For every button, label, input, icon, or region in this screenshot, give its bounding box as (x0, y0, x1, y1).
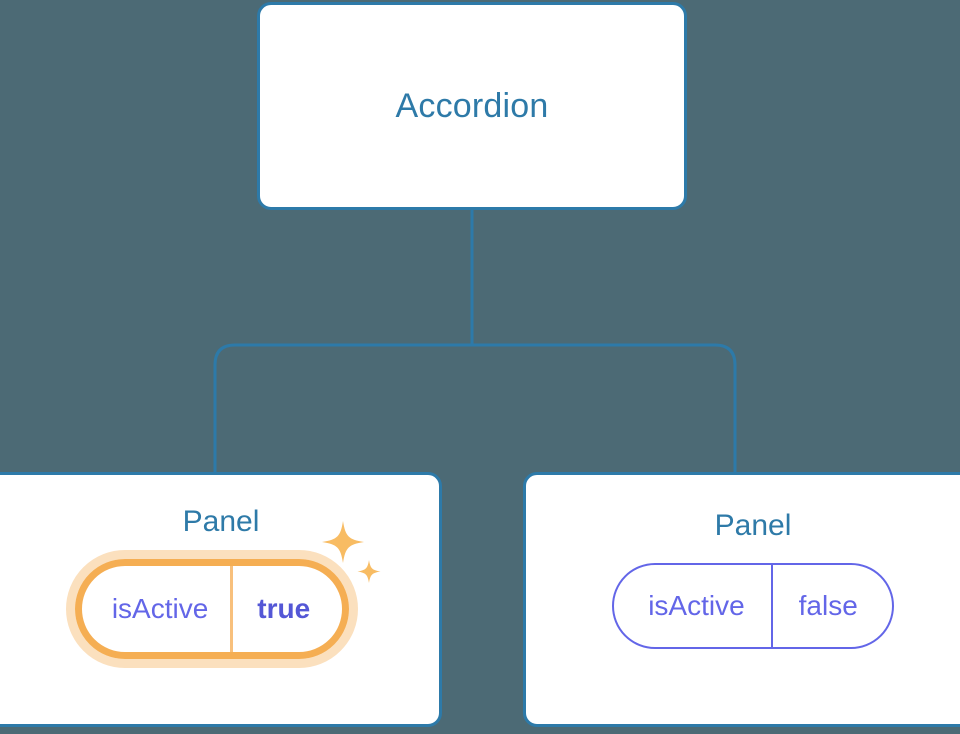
node-card-panel-inactive[interactable]: Panel isActive false (523, 472, 960, 727)
node-card-accordion[interactable]: Accordion (257, 2, 687, 210)
prop-value-label: true (230, 566, 342, 652)
sparkle-group (313, 517, 383, 591)
prop-pill-glow (65, 550, 359, 668)
prop-pill-isactive-true[interactable]: isActive true (74, 559, 350, 659)
node-card-panel-active[interactable]: Panel isActive true (0, 472, 442, 727)
sparkle-small-icon (357, 560, 381, 583)
prop-key-label: isActive (111, 593, 209, 624)
prop-key-label: isActive (648, 590, 745, 621)
prop-value-label: false (770, 565, 892, 647)
connector-child-bus (213, 343, 737, 472)
sparkle-large-icon (322, 521, 365, 563)
prop-pill-wrapper-inactive: isActive false (612, 563, 894, 649)
prop-pill-wrapper-active: isActive true (65, 521, 381, 668)
node-title-panel-active: Panel (182, 505, 260, 538)
node-title-accordion: Accordion (395, 87, 549, 125)
prop-pill-isactive-false[interactable]: isActive false (612, 563, 894, 649)
node-title-panel-inactive: Panel (714, 509, 792, 542)
